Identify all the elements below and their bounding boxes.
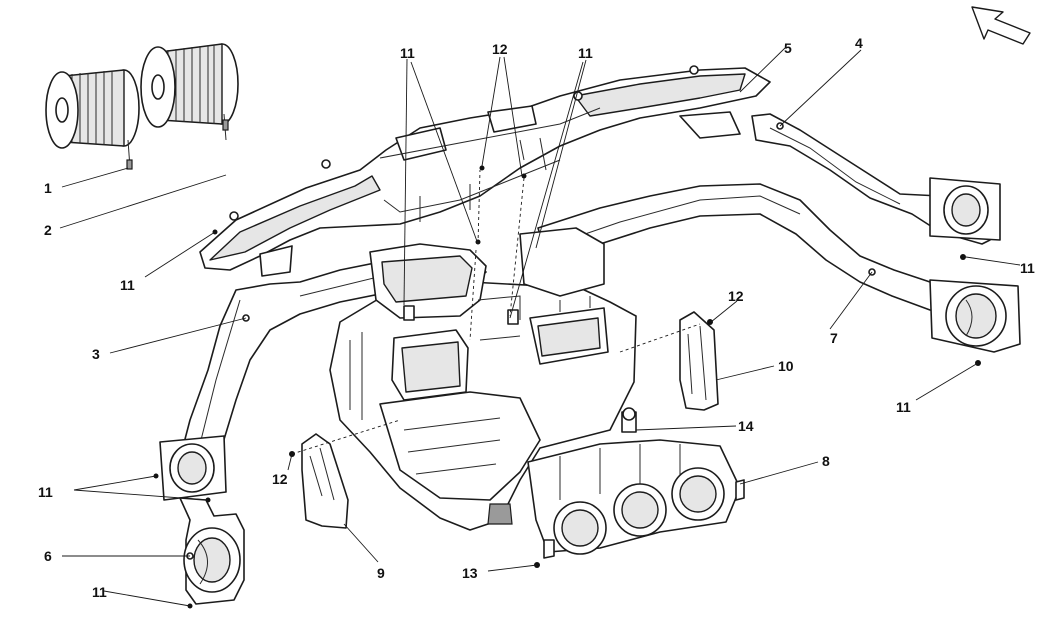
callout-2: 2 — [44, 222, 52, 238]
part-9-left-panel — [301, 433, 349, 529]
callout-3: 3 — [92, 346, 100, 362]
part-7-long-right-duct — [537, 183, 1021, 353]
part-1-cable-reel — [45, 69, 140, 170]
part-3-long-left-duct — [159, 253, 487, 501]
callout-7: 7 — [830, 330, 838, 346]
callout-11-bottom: 11 — [92, 584, 107, 600]
callout-13: 13 — [462, 565, 478, 581]
part-14-sensor — [621, 407, 637, 433]
part-10-right-panel — [679, 311, 719, 411]
part-8-triple-outlet — [527, 439, 745, 559]
callout-5: 5 — [784, 40, 792, 56]
callout-4: 4 — [855, 35, 863, 51]
callout-1: 1 — [44, 180, 52, 196]
part-4-right-side-duct — [751, 113, 1001, 245]
callout-11-top-right: 11 — [578, 45, 593, 61]
callout-9: 9 — [377, 565, 385, 581]
callout-8: 8 — [822, 453, 830, 469]
callout-6: 6 — [44, 548, 52, 564]
assembly-lines — [291, 169, 701, 455]
callout-12-top: 12 — [492, 41, 508, 57]
part-6-lower-left-duct — [179, 497, 245, 605]
callout-14: 14 — [738, 418, 754, 434]
direction-arrow-icon — [971, 6, 1031, 45]
callout-12-right: 12 — [728, 288, 744, 304]
callout-11-top-left: 11 — [120, 277, 135, 293]
callout-labels: 1 2 3 4 5 6 7 8 9 10 11 11 12 11 11 12 1… — [38, 35, 1035, 600]
callout-12-left: 12 — [272, 471, 288, 487]
leader-lines — [59, 47, 1021, 607]
part-5-upper-vent-duct — [199, 65, 771, 277]
callout-11-left-pair: 11 — [38, 484, 53, 500]
callout-11-top-center: 11 — [400, 45, 415, 61]
callout-10: 10 — [778, 358, 794, 374]
part-2-cable-reel — [140, 43, 239, 141]
callout-11-right-upper: 11 — [1020, 260, 1035, 276]
callout-11-right-lower: 11 — [896, 399, 911, 415]
